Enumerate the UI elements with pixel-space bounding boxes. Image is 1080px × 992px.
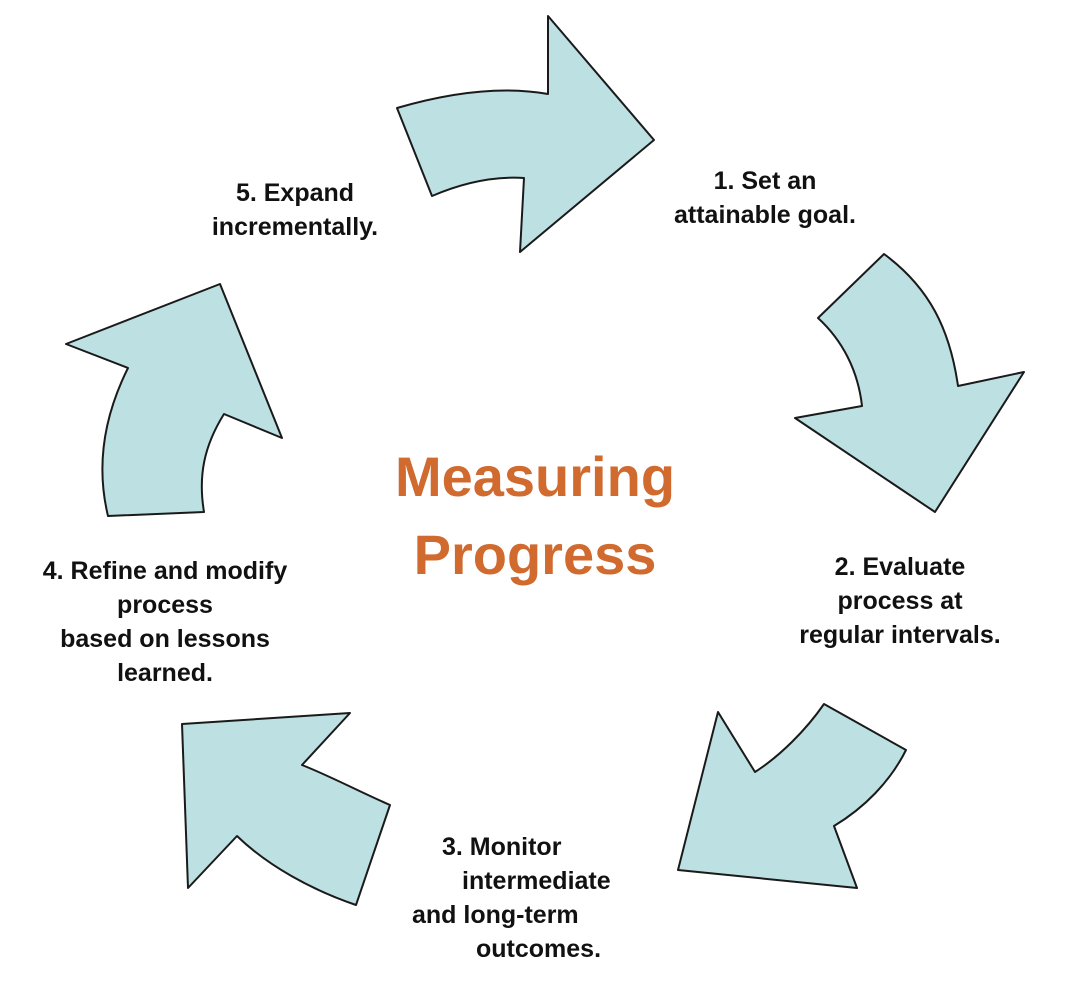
step-label-line: process bbox=[117, 591, 213, 619]
step-label-line: 5. Expand bbox=[235, 179, 355, 207]
step-label-line: process at bbox=[837, 587, 963, 615]
cycle-arrow-bottom-left bbox=[181, 712, 391, 906]
cycle-arrow-right bbox=[794, 253, 1025, 513]
title-line: Progress bbox=[413, 523, 657, 586]
cycle-arrow-left bbox=[65, 283, 283, 517]
step-label-line: incrementally. bbox=[211, 213, 379, 241]
step-4-label: 4. Refine and modify process based on le… bbox=[10, 554, 320, 690]
step-label-line: 2. Evaluate bbox=[834, 553, 966, 581]
cycle-arrow-top bbox=[396, 15, 655, 253]
step-label-line: based on lessons bbox=[60, 625, 270, 653]
title-line: Measuring bbox=[394, 445, 676, 508]
step-label-line: regular intervals. bbox=[799, 621, 1001, 649]
step-label-line: 3. Monitor bbox=[442, 833, 562, 861]
step-3-label: 3. Monitor intermediate and long-term ou… bbox=[412, 830, 611, 966]
step-1-label: 1. Set an attainable goal. bbox=[630, 164, 900, 232]
step-5-label: 5. Expand incrementally. bbox=[170, 176, 420, 244]
step-label-line: outcomes. bbox=[476, 935, 602, 963]
step-label-line: 4. Refine and modify bbox=[42, 557, 288, 585]
step-label-line: intermediate bbox=[462, 867, 611, 895]
diagram-title: Measuring Progress bbox=[330, 438, 740, 594]
step-label-line: learned. bbox=[117, 659, 213, 687]
step-label-line: 1. Set an bbox=[713, 167, 817, 195]
step-label-line: attainable goal. bbox=[674, 201, 856, 229]
cycle-arrow-bottom-right bbox=[677, 703, 907, 889]
step-2-label: 2. Evaluate process at regular intervals… bbox=[760, 550, 1040, 652]
step-label-line: and long-term bbox=[412, 901, 579, 929]
